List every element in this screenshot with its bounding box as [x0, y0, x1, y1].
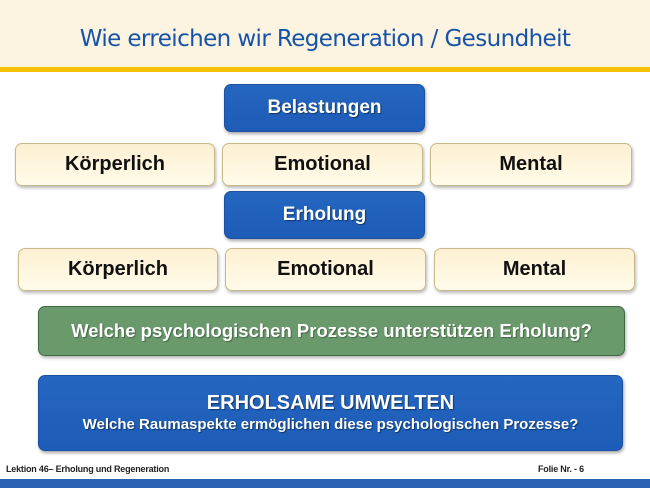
belastungen-label: Belastungen — [267, 97, 382, 118]
belastung-mental: Mental — [430, 143, 632, 186]
erholung-emotional-label: Emotional — [277, 258, 374, 280]
erholung-label: Erholung — [282, 204, 367, 225]
slide-title: Wie erreichen wir Regeneration / Gesundh… — [79, 26, 571, 52]
title-divider — [0, 67, 650, 72]
bottom-bar — [0, 479, 650, 488]
footer-slide-number: Folie Nr. - 6 — [538, 464, 584, 474]
restorative-environments-box: ERHOLSAME UMWELTEN Welche Raumaspekte er… — [38, 375, 623, 451]
environments-subtitle: Welche Raumaspekte ermöglichen diese psy… — [82, 416, 579, 433]
erholung-mental-label: Mental — [502, 258, 567, 280]
belastung-koerperlich: Körperlich — [15, 143, 215, 186]
belastungen-header: Belastungen — [224, 84, 425, 132]
belastung-mental-label: Mental — [499, 153, 563, 175]
environments-title: ERHOLSAME UMWELTEN — [206, 392, 455, 414]
belastung-koerperlich-label: Körperlich — [64, 153, 166, 175]
erholung-koerperlich: Körperlich — [18, 248, 218, 291]
psychological-processes-question: Welche psychologischen Prozesse unterstü… — [38, 306, 625, 356]
erholung-emotional: Emotional — [225, 248, 426, 291]
belastung-emotional: Emotional — [222, 143, 423, 186]
title-band — [0, 0, 650, 67]
belastung-emotional-label: Emotional — [274, 153, 371, 175]
footer-lesson: Lektion 46– Erholung und Regeneration — [6, 464, 170, 474]
erholung-mental: Mental — [434, 248, 635, 291]
erholung-koerperlich-label: Körperlich — [67, 258, 169, 280]
erholung-header: Erholung — [224, 191, 425, 239]
question-text: Welche psychologischen Prozesse unterstü… — [71, 320, 592, 341]
